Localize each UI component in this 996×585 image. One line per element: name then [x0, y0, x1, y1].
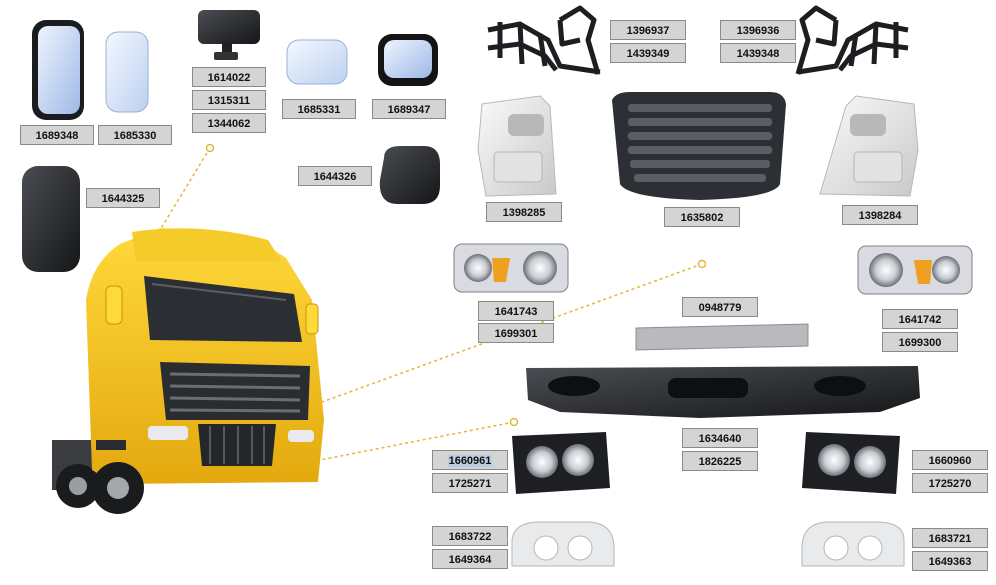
foglamp-cover-1683722-image	[511, 521, 615, 567]
part-label-1635802: 1635802	[664, 207, 740, 227]
part-label-1826225: 1826225	[682, 451, 758, 471]
part-label-1644326: 1644326	[298, 166, 372, 186]
bezel-1398285-image	[477, 95, 557, 197]
step-plate-0948779-image	[635, 323, 809, 351]
part-label-1699301: 1699301	[478, 323, 554, 343]
mirror-cover-1644326-image	[379, 146, 440, 204]
headlamp-1641742-image	[857, 245, 973, 295]
mirror-1685330-image	[105, 31, 149, 113]
part-label-1398284: 1398284	[842, 205, 918, 225]
mirror-1614022-image	[198, 10, 260, 60]
part-label-1344062: 1344062	[192, 113, 266, 133]
foglamp-cover-1683721-image	[801, 521, 905, 567]
mirror-1689347-image	[378, 34, 438, 86]
mirror-cover-1644325-image	[22, 166, 80, 272]
bumper-1634640-image	[526, 366, 920, 418]
part-label-1649364: 1649364	[432, 549, 508, 569]
part-label-1398285: 1398285	[486, 202, 562, 222]
part-label-1439349: 1439349	[610, 43, 686, 63]
foglamp-1660961-image	[512, 432, 610, 494]
part-label-1649363: 1649363	[912, 551, 988, 571]
mirror-1689348-image	[32, 20, 84, 120]
part-label-1660960: 1660960	[912, 450, 988, 470]
bracket-1396936-image	[795, 5, 909, 75]
part-label-1396936: 1396936	[720, 20, 796, 40]
part-label-1685330: 1685330	[98, 125, 172, 145]
part-label-1685331: 1685331	[282, 99, 356, 119]
part-label-1641743: 1641743	[478, 301, 554, 321]
part-label-1614022: 1614022	[192, 67, 266, 87]
part-label-1683721: 1683721	[912, 528, 988, 548]
headlamp-1641743-image	[453, 243, 569, 293]
part-label-1683722: 1683722	[432, 526, 508, 546]
part-label-1315311: 1315311	[192, 90, 266, 110]
part-label-1634640: 1634640	[682, 428, 758, 448]
grille-1635802-image	[612, 92, 786, 200]
leader-dots	[205, 143, 707, 427]
part-label-1725270: 1725270	[912, 473, 988, 493]
part-label-1644325: 1644325	[86, 188, 160, 208]
truck-image	[52, 228, 324, 514]
bracket-1396937-image	[487, 5, 601, 75]
part-label-1725271: 1725271	[432, 473, 508, 493]
part-label-1439348: 1439348	[720, 43, 796, 63]
mirror-1685331-image	[286, 39, 348, 85]
part-label-1396937: 1396937	[610, 20, 686, 40]
part-label-1699300: 1699300	[882, 332, 958, 352]
part-label-0948779: 0948779	[682, 297, 758, 317]
leader-lines	[159, 147, 703, 463]
part-label-1660961: 1660961	[432, 450, 508, 470]
part-label-1641742: 1641742	[882, 309, 958, 329]
bezel-1398284-image	[819, 95, 919, 197]
part-label-1689347: 1689347	[372, 99, 446, 119]
part-label-1689348: 1689348	[20, 125, 94, 145]
part-label-1660961-text: 1660961	[447, 455, 493, 467]
foglamp-1660960-image	[802, 432, 900, 494]
